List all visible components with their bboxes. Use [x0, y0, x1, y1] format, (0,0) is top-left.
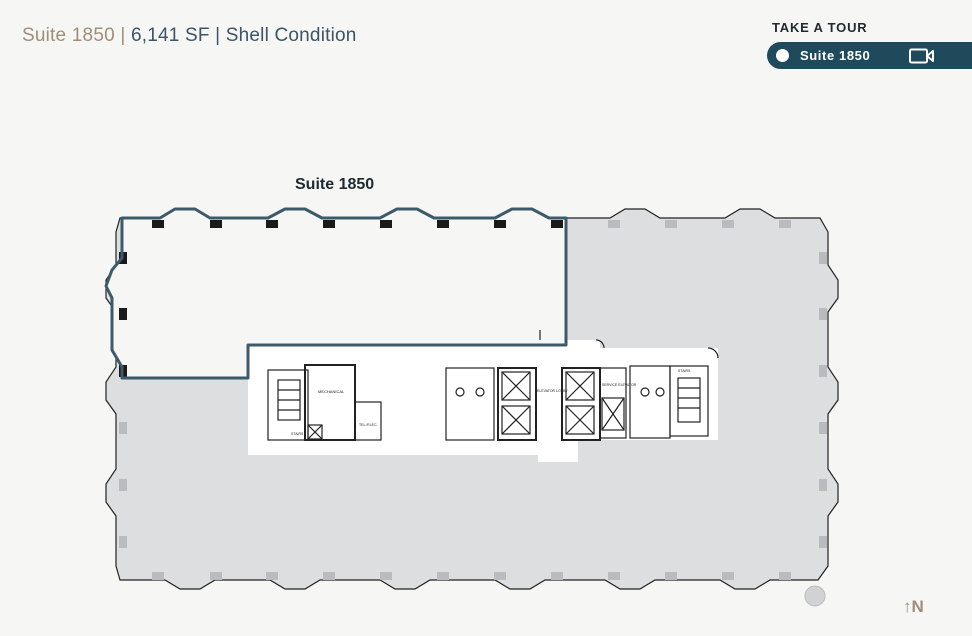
video-camera-icon	[909, 48, 934, 64]
north-arrow-icon: ↑	[903, 597, 912, 616]
columns-common	[119, 220, 827, 580]
title-separator: |	[114, 25, 131, 46]
suite-1850-area[interactable]	[106, 209, 566, 378]
north-label: N	[911, 597, 924, 616]
title-details: 6,141 SF | Shell Condition	[130, 25, 357, 46]
suite-1850-map-label: Suite 1850	[295, 176, 374, 193]
tour-suite-button[interactable]: Suite 1850	[767, 42, 972, 69]
marker-icon	[804, 585, 826, 607]
suite-1850-outline	[104, 207, 568, 380]
mechanical-label: MECHANICAL	[318, 389, 345, 394]
service-elevator-label: SERVICE ELEVATOR	[602, 383, 637, 387]
elevator-lobby-label: ELEVATOR LOBBY	[537, 389, 568, 393]
core-center	[445, 330, 719, 441]
north-compass: ↑N	[903, 597, 924, 617]
tel-elec-label: TEL./ELEC.	[359, 423, 378, 427]
stairs-west-label: STAIRS	[291, 432, 304, 436]
core-west	[267, 364, 382, 441]
page-title: Suite 1850 | 6,141 SF | Shell Condition	[22, 25, 357, 47]
take-a-tour-label: TAKE A TOUR	[772, 20, 868, 35]
stairs-east-label: STAIRS	[678, 369, 691, 373]
title-suite: Suite 1850	[22, 25, 115, 46]
tour-suite-label: Suite 1850	[800, 48, 871, 63]
radio-dot-icon	[776, 49, 789, 62]
